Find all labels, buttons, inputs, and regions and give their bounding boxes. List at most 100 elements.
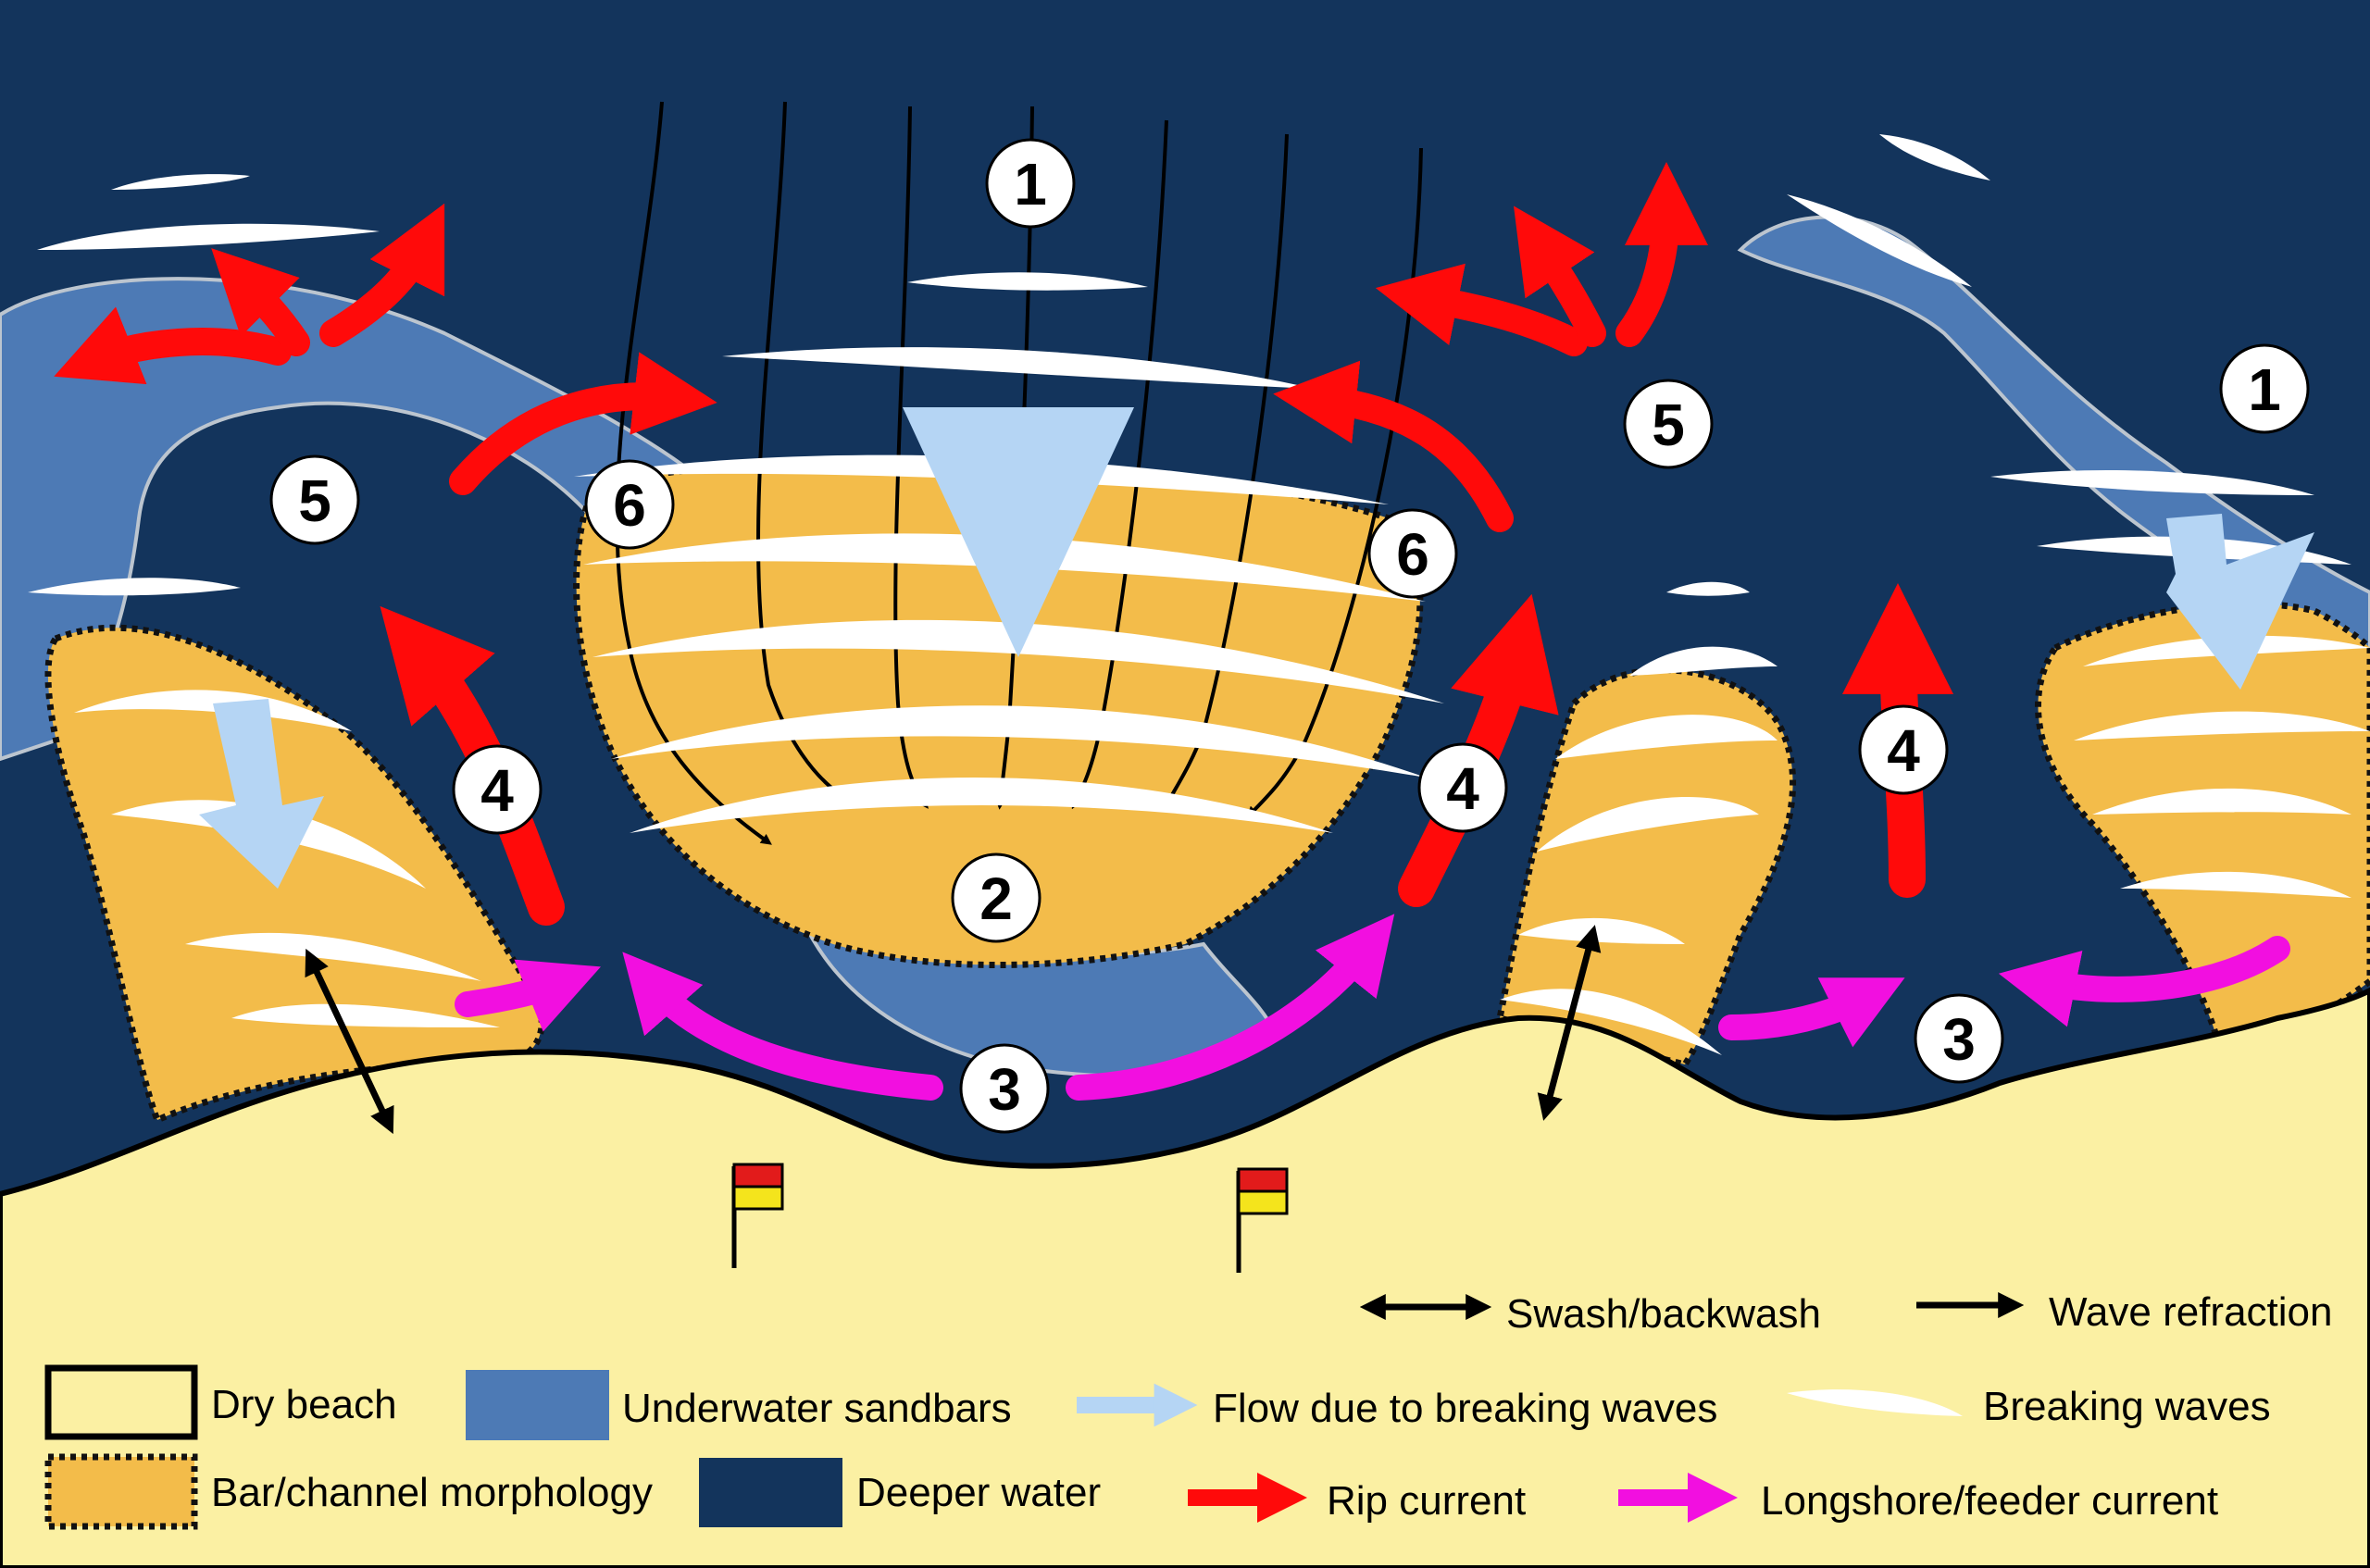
bar-left: [44, 624, 545, 1125]
legend-deeper-water-swatch: [699, 1458, 842, 1527]
legend-refraction-label: Wave refraction: [2049, 1289, 2332, 1335]
flag-right-red: [1237, 1167, 1289, 1193]
svg-text:4: 4: [1446, 755, 1479, 822]
bar-channel-morphology: [44, 457, 2370, 1125]
longshore-currents: [455, 914, 2290, 1101]
swash-arrow-right: [1537, 925, 1602, 1121]
legend-bar-channel-swatch: [44, 1453, 198, 1530]
breaking-flow-arrow-right: [2166, 514, 2314, 690]
legend-sandbar-swatch: [466, 1370, 609, 1440]
flag-left-red: [732, 1163, 784, 1188]
svg-text:3: 3: [1942, 1006, 1976, 1073]
svg-text:4: 4: [1887, 717, 1920, 784]
legend-swash-label: Swash/backwash: [1506, 1291, 1821, 1337]
wave-ray: [615, 101, 772, 845]
svg-text:1: 1: [1014, 151, 1047, 218]
breaking-wave: [1990, 469, 2314, 495]
legend-bar-channel-label: Bar/channel morphology: [211, 1470, 653, 1515]
legend-longshore-label: Longshore/feeder current: [1761, 1478, 2218, 1524]
breaking-wave: [1879, 134, 1990, 180]
svg-text:6: 6: [1396, 521, 1429, 588]
rip-head-right-3: [1615, 162, 1708, 347]
marker-4-right: 4: [1858, 704, 1949, 795]
marker-6-right: 6: [1367, 508, 1458, 599]
legend-rip-label: Rip current: [1327, 1478, 1526, 1524]
marker-4-left: 4: [452, 744, 543, 835]
breaking-wave-flow: [199, 407, 2314, 889]
longshore-right-b: [1998, 936, 2290, 1027]
svg-text:2: 2: [979, 865, 1013, 932]
underwater-sandbar-left: [0, 277, 708, 762]
rip-outflow-left-a: [449, 352, 717, 495]
longshore-center-right: [1066, 914, 1395, 1101]
breaking-wave: [1555, 715, 1778, 759]
rip-outflow-center-a: [1273, 360, 1514, 532]
breaking-wave: [111, 800, 426, 889]
legend-flow-label: Flow due to breaking waves: [1213, 1386, 1717, 1431]
marker-3-center: 3: [959, 1043, 1050, 1134]
marker-1-right: 1: [2219, 343, 2310, 434]
svg-text:3: 3: [988, 1056, 1021, 1123]
longshore-center-left: [622, 952, 943, 1101]
marker-2: 2: [951, 852, 1042, 943]
flag-left: [731, 1163, 784, 1268]
svg-text:4: 4: [480, 757, 514, 824]
number-markers: 1 1 2 3 3 4 4 4 5 5 6 6: [269, 138, 2310, 1134]
swash-arrow-left: [305, 948, 394, 1135]
breaking-wave: [28, 578, 241, 596]
wave-ray: [756, 101, 846, 799]
breaking-wave: [592, 619, 1444, 703]
breaking-wave: [1537, 796, 1759, 852]
marker-5-right: 5: [1623, 379, 1714, 469]
breaking-wave: [583, 533, 1426, 602]
wave-ray: [893, 106, 929, 809]
legend-dry-beach-label: Dry beach: [211, 1382, 397, 1427]
breaking-flow-arrow-left: [199, 699, 324, 889]
breaking-wave: [722, 347, 1315, 389]
svg-text:5: 5: [298, 467, 331, 534]
rip-head-right-1: [1375, 263, 1588, 356]
marker-6-left: 6: [584, 459, 675, 550]
rip-head-right-2: [1514, 205, 1606, 347]
flag-right: [1236, 1167, 1289, 1273]
marker-5-left: 5: [269, 454, 360, 545]
svg-text:6: 6: [613, 472, 646, 539]
breaking-wave: [2092, 788, 2351, 815]
breaking-wave: [611, 705, 1426, 778]
legend: Swash/backwash Wave refraction Dry beach…: [44, 1289, 2332, 1530]
breaking-wave: [630, 778, 1333, 833]
rip-head-left-2: [211, 248, 310, 356]
legend-dry-beach-swatch: [44, 1364, 198, 1440]
legend-breaking-waves-symbol: [1787, 1389, 1963, 1416]
wave-ray: [1164, 133, 1289, 810]
breaking-wave: [1629, 646, 1778, 676]
breaking-waves: [28, 134, 2370, 1055]
svg-text:5: 5: [1652, 392, 1685, 458]
breaking-flow-arrow-large: [903, 407, 1134, 657]
marker-1-center: 1: [985, 138, 1076, 229]
legend-breaking-waves-label: Breaking waves: [1983, 1384, 2271, 1429]
breaking-wave: [111, 174, 250, 190]
longshore-left-a: [455, 959, 601, 1032]
swash-arrows: [305, 925, 1602, 1135]
wave-ray: [1071, 119, 1168, 810]
breaking-wave: [2074, 711, 2370, 740]
flag-left-yellow: [732, 1185, 784, 1211]
breaking-wave: [74, 690, 352, 731]
marker-4-center: 4: [1417, 742, 1508, 833]
breaking-wave: [37, 223, 380, 250]
legend-sandbar-label: Underwater sandbars: [622, 1386, 1012, 1431]
breaking-wave: [1666, 581, 1750, 596]
breaking-wave: [2120, 871, 2351, 898]
breaking-wave: [907, 272, 1148, 291]
breaking-wave: [574, 454, 1389, 504]
breaking-wave: [1787, 194, 1972, 287]
legend-deeper-water-label: Deeper water: [856, 1470, 1101, 1515]
svg-text:1: 1: [2248, 356, 2281, 423]
longshore-right-a: [1718, 977, 1905, 1048]
marker-3-right: 3: [1914, 993, 2004, 1084]
flag-right-yellow: [1237, 1189, 1289, 1215]
rip-head-left-1: [54, 306, 292, 385]
rip-head-left-3: [319, 203, 445, 347]
